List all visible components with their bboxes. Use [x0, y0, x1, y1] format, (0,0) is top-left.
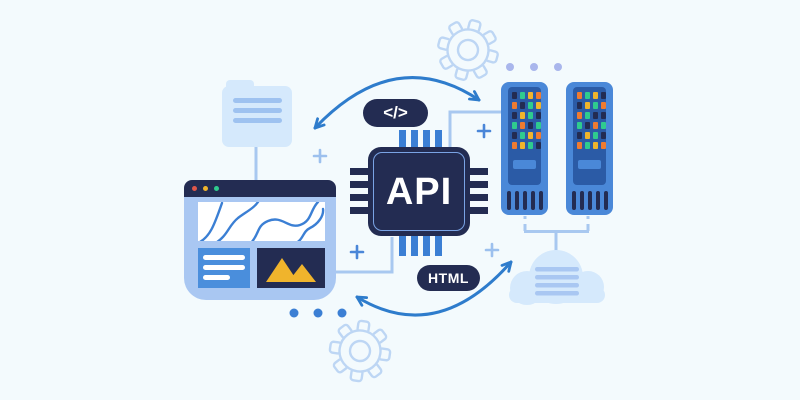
mountains-icon — [266, 258, 316, 282]
html-badge-label: HTML — [428, 270, 469, 286]
traffic-light-red-icon — [192, 186, 197, 191]
map-contour-lines — [199, 202, 325, 241]
cloud-icon — [509, 250, 605, 305]
map-panel — [198, 202, 325, 241]
server-slot — [513, 160, 536, 169]
server-led-grid — [577, 92, 606, 149]
text-line — [203, 275, 230, 280]
text-line — [203, 255, 245, 260]
dot-row-bottom — [289, 308, 347, 318]
server-panel — [573, 87, 606, 185]
server-rack-2 — [566, 82, 613, 215]
plus-decorations — [312, 123, 500, 260]
dot-row-servers — [506, 63, 562, 71]
folder-icon — [222, 80, 292, 147]
api-chip: API — [368, 147, 470, 236]
server-slot — [578, 160, 601, 169]
traffic-light-green-icon — [214, 186, 219, 191]
gear-icon-top — [437, 19, 499, 81]
api-chip-label: API — [385, 170, 453, 213]
connector-chip-server — [448, 110, 502, 147]
chip-pins-right — [469, 168, 488, 214]
server-led-grid — [512, 92, 541, 149]
html-badge: HTML — [417, 265, 480, 291]
code-badge: </> — [363, 99, 428, 127]
text-line — [203, 265, 245, 270]
gear-icon-bottom — [328, 319, 392, 383]
arrow-cloud-browser — [355, 260, 513, 317]
text-card — [198, 248, 250, 288]
browser-window — [184, 180, 336, 300]
server-panel — [508, 87, 541, 185]
connector-browser-chip — [336, 237, 394, 274]
chip-pins-bottom — [399, 235, 442, 256]
server-vents — [507, 191, 543, 210]
arrow-browser-servers — [313, 76, 481, 130]
chip-pins-top — [399, 130, 442, 148]
image-card — [257, 248, 325, 288]
chip-pins-left — [350, 168, 369, 214]
server-vents — [572, 191, 608, 210]
server-rack-1 — [501, 82, 548, 215]
code-badge-label: </> — [383, 103, 408, 122]
traffic-light-yellow-icon — [203, 186, 208, 191]
browser-titlebar — [184, 180, 336, 197]
